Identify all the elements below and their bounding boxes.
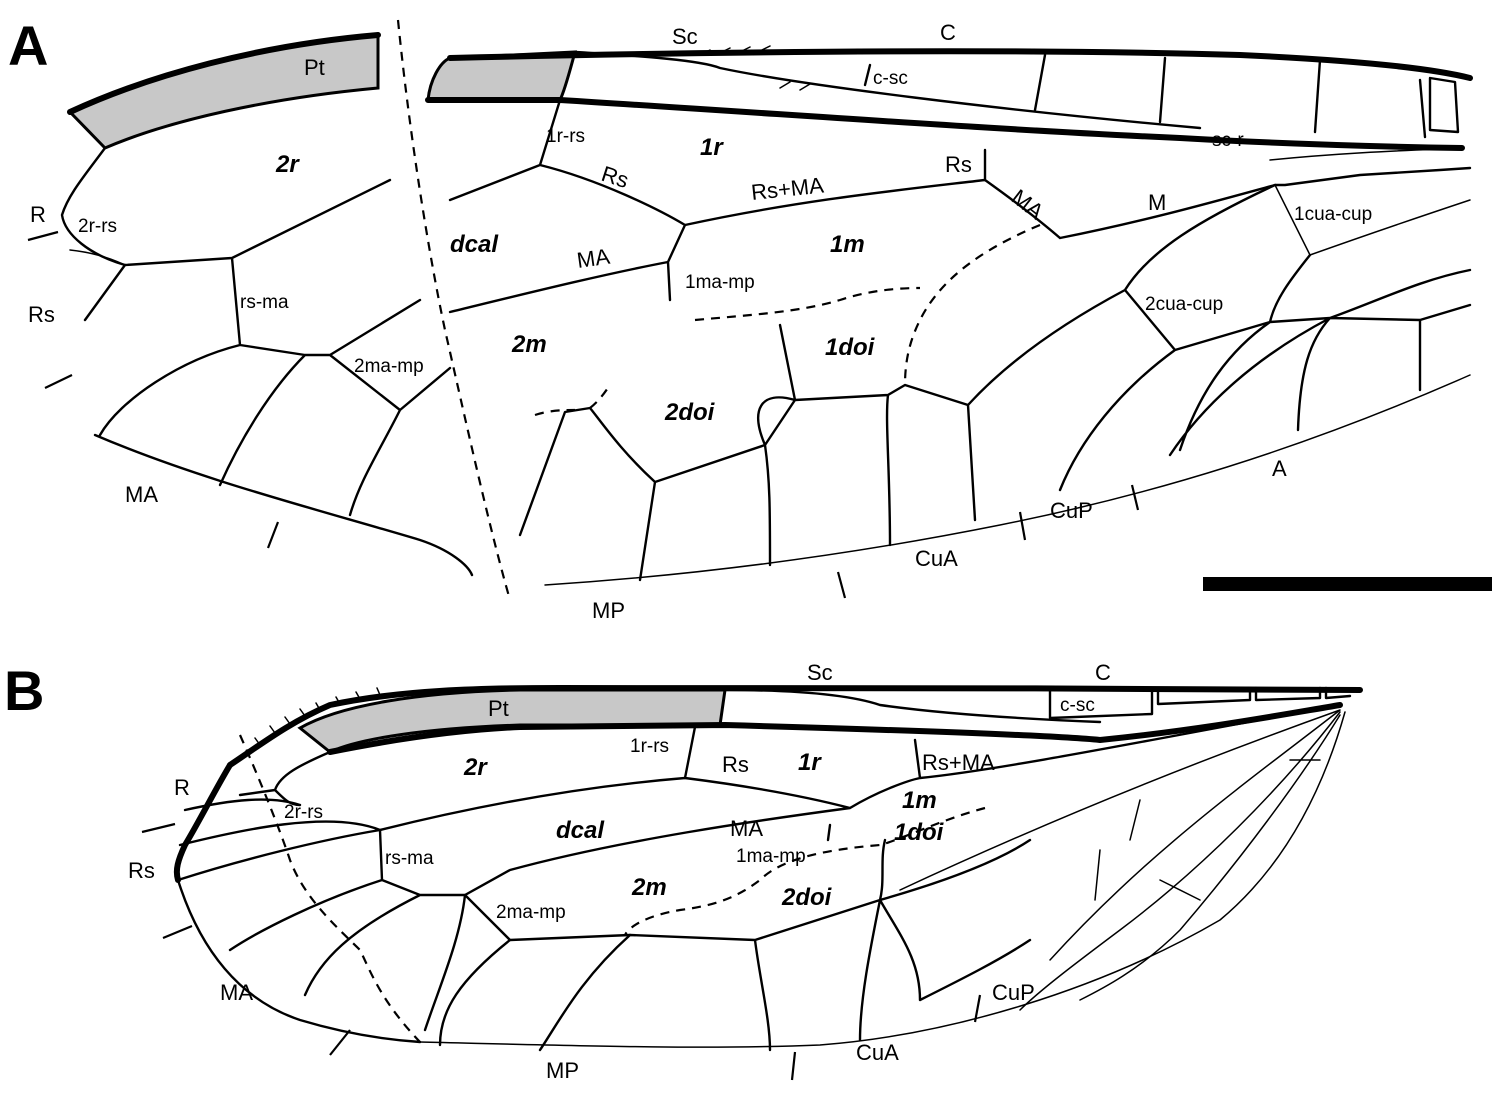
label-a-ma-bottom: MA: [125, 482, 158, 507]
cubital-veins-a: [966, 183, 1472, 522]
label-b-2m: 2m: [631, 874, 667, 901]
label-b-2ma-mp: 2ma-mp: [496, 902, 566, 923]
label-a-c-sc: c-sc: [873, 68, 908, 89]
margin-ticks-b: [141, 822, 982, 1081]
panel-label-a: A: [8, 14, 48, 77]
label-b-2doi: 2doi: [781, 884, 833, 911]
label-a-pt: Pt: [304, 55, 325, 80]
right-posterior-veins-a: [1274, 184, 1471, 256]
sc-b: [723, 688, 1102, 724]
wing-a: A Pt Sc C c-sc sc-r 1r-: [8, 14, 1492, 623]
label-a-r: R: [30, 202, 46, 227]
label-b-ma-bottom: MA: [220, 980, 253, 1005]
label-b-cup: CuP: [992, 980, 1035, 1005]
label-a-2r-rs: 2r-rs: [78, 216, 117, 237]
posterior-margin-a: [544, 374, 1471, 586]
costal-cells-b: [1048, 686, 1352, 720]
posterior-margin-top-a: [1269, 147, 1463, 161]
label-a-cua: CuA: [915, 546, 958, 571]
fracture-line-b: [238, 734, 421, 1043]
label-b-c-sc: c-sc: [1060, 695, 1095, 716]
rs-ma-veins-a: [448, 98, 1472, 314]
label-a-c: C: [940, 20, 956, 45]
label-b-rs-ma-cross: rs-ma: [385, 848, 434, 869]
label-b-pt: Pt: [488, 696, 509, 721]
label-a-a: A: [1272, 456, 1287, 481]
veins-a-left: [83, 178, 474, 577]
label-a-1cua-cup: 1cua-cup: [1294, 204, 1372, 225]
label-b-1ma-mp: 1ma-mp: [736, 846, 806, 867]
label-b-rs-left: Rs: [128, 858, 155, 883]
label-b-c: C: [1095, 660, 1111, 685]
r-main-a: [425, 97, 1465, 151]
label-b-cua: CuA: [856, 1040, 899, 1065]
label-b-sc: Sc: [807, 660, 833, 685]
label-b-rs-ma: Rs+MA: [922, 750, 995, 775]
r-stub-a: [69, 249, 126, 266]
label-a-sc-r: sc-r: [1212, 130, 1244, 151]
margin-ticks-a: [27, 230, 1140, 599]
costa-b: [227, 685, 1363, 768]
label-a-rs-ma: Rs+MA: [750, 172, 825, 205]
label-a-2m: 2m: [511, 331, 547, 358]
sc-a: [573, 50, 1202, 130]
label-b-ma-mid: MA: [730, 816, 763, 841]
label-a-1m: 1m: [830, 231, 865, 258]
hairs-a: [699, 45, 811, 91]
panel-label-b: B: [4, 659, 44, 722]
wing-b: B Sc C Pt c-sc 1r-rs Rs 1r Rs+MA 2r R 1m…: [4, 659, 1363, 1083]
label-a-mp: MP: [592, 598, 625, 623]
label-a-rs-left: Rs: [28, 302, 55, 327]
label-a-2ma-mp: 2ma-mp: [354, 356, 424, 377]
label-a-1ma-mp: 1ma-mp: [685, 272, 755, 293]
label-a-dcal: dcal: [450, 231, 499, 258]
label-b-2r: 2r: [463, 754, 488, 781]
label-b-dcal: dcal: [556, 817, 605, 844]
label-a-2doi: 2doi: [664, 399, 716, 426]
label-a-1r: 1r: [700, 134, 724, 161]
dashed-veins-a: [534, 223, 1041, 417]
apical-veins-b: [176, 750, 632, 1044]
label-a-1doi: 1doi: [825, 334, 876, 361]
label-a-m: M: [1148, 190, 1166, 215]
label-b-mp: MP: [546, 1058, 579, 1083]
median-veins-b: [438, 838, 1032, 1052]
scale-bar: [1203, 577, 1492, 591]
r-a-left: [60, 146, 127, 267]
label-b-1doi: 1doi: [894, 819, 945, 846]
label-b-1m: 1m: [902, 787, 937, 814]
label-b-1r: 1r: [798, 749, 822, 776]
distal-veins-b: [899, 709, 1341, 1011]
median-veins-a: [518, 323, 970, 582]
label-a-sc: Sc: [672, 24, 698, 49]
costa-a-left: [67, 32, 381, 115]
rs-ma-veins-b: [378, 703, 1342, 897]
label-a-2cua-cup: 2cua-cup: [1145, 294, 1223, 315]
label-b-rs: Rs: [722, 752, 749, 777]
label-a-ma-diag: MA: [1007, 184, 1049, 224]
label-a-cup: CuP: [1050, 498, 1093, 523]
label-a-rs-top: Rs: [598, 161, 631, 193]
r-main-b: [327, 702, 1343, 755]
label-a-2r: 2r: [275, 151, 300, 178]
label-a-ma-mid: MA: [575, 244, 611, 273]
label-b-2r-rs: 2r-rs: [284, 802, 323, 823]
label-a-rs-ma-cross: rs-ma: [240, 292, 289, 313]
label-a-rs-right: Rs: [945, 152, 972, 177]
label-b-r: R: [174, 775, 190, 800]
label-a-1r-rs: 1r-rs: [546, 126, 585, 147]
costa-a-right: [447, 48, 1473, 81]
dashed-veins-b: [624, 806, 986, 936]
hairs-b: [254, 687, 381, 746]
costal-crossveins-a: [863, 53, 1460, 139]
label-b-1r-rs: 1r-rs: [630, 736, 669, 757]
fracture-line-a: [396, 19, 512, 601]
